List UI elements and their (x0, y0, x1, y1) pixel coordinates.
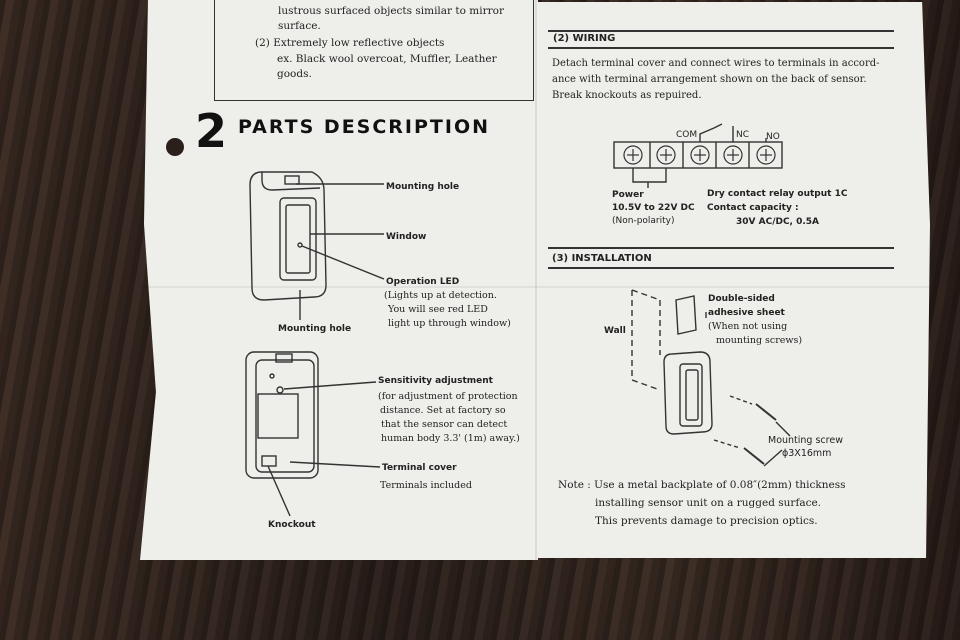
power-range: 10.5V to 22V DC (612, 203, 695, 213)
punch-hole (166, 138, 184, 156)
operation-led-label: Operation LED (386, 277, 460, 287)
sensor-front-illustration (249, 171, 385, 320)
top-notes-box (214, 0, 534, 101)
screw-label-2: ϕ3X16mm (782, 448, 832, 459)
sens-desc-4: human body 3.3' (1m) away.) (381, 433, 520, 444)
vertical-fold (535, 0, 537, 560)
adhesive-label-1: Double-sided (708, 294, 775, 304)
nc-label: NC (736, 130, 750, 140)
wall-label: Wall (604, 326, 626, 336)
led-desc-2: You will see red LED (388, 304, 488, 315)
adhesive-label-4: mounting screws) (716, 335, 803, 346)
top-line-4: ex. Black wool overcoat, Muffler, Leathe… (277, 53, 497, 65)
top-line-3: (2) Extremely low reflective objects (255, 37, 445, 49)
com-label: COM (676, 130, 698, 140)
wiring-header-rule (548, 47, 894, 49)
note-line-1: Note : Use a metal backplate of 0.08″(2m… (558, 479, 846, 491)
wiring-header: (2) WIRING (553, 33, 616, 44)
terminal-cover-label: Terminal cover (382, 463, 457, 473)
install-top-rule (548, 247, 894, 249)
installation-illustration (631, 289, 791, 467)
sens-desc-3: that the sensor can detect (381, 419, 508, 430)
led-desc-3: light up through window) (388, 318, 511, 329)
adhesive-label-2: adhesive sheet (708, 308, 785, 318)
wiring-text-1: Detach terminal cover and connect wires … (552, 58, 880, 69)
sens-desc-1: (for adjustment of protection (378, 391, 518, 402)
mounting-hole-bottom-label: Mounting hole (278, 324, 352, 334)
install-header-rule (548, 267, 894, 269)
terminal-block-illustration (613, 123, 783, 188)
screw-label-1: Mounting screw (768, 435, 843, 446)
window-label: Window (386, 232, 427, 242)
capacity-label: Contact capacity : (707, 203, 799, 213)
top-line-2: surface. (278, 20, 321, 32)
capacity-value: 30V AC/DC, 0.5A (736, 217, 820, 227)
sensitivity-label: Sensitivity adjustment (378, 376, 493, 386)
terminals-included-label: Terminals included (380, 480, 472, 491)
sensor-back-illustration (245, 351, 381, 517)
sens-desc-2: distance. Set at factory so (380, 405, 506, 416)
relay-label: Dry contact relay output 1C (707, 189, 848, 199)
parts-title: PARTS DESCRIPTION (238, 116, 491, 138)
left-page (140, 0, 538, 560)
mounting-hole-top-label: Mounting hole (386, 182, 460, 192)
note-line-3: This prevents damage to precision optics… (595, 515, 818, 527)
top-line-5: goods. (277, 68, 312, 80)
horizontal-fold (140, 286, 930, 288)
note-line-2: installing sensor unit on a rugged surfa… (595, 497, 822, 509)
top-line-1: lustrous surfaced objects similar to mir… (278, 5, 504, 17)
power-polarity: (Non-polarity) (612, 216, 675, 226)
installation-header: (3) INSTALLATION (552, 253, 652, 264)
wiring-top-rule (548, 30, 894, 32)
led-desc-1: (Lights up at detection. (384, 290, 497, 301)
wiring-text-2: ance with terminal arrangement shown on … (552, 74, 867, 85)
wiring-text-3: Break knockouts as repuired. (552, 90, 702, 101)
right-page (536, 2, 930, 558)
knockout-label: Knockout (268, 520, 316, 530)
section-number: 2 (195, 104, 228, 158)
no-label: NO (766, 132, 780, 142)
adhesive-label-3: (When not using (708, 321, 788, 332)
power-label: Power (612, 190, 644, 200)
